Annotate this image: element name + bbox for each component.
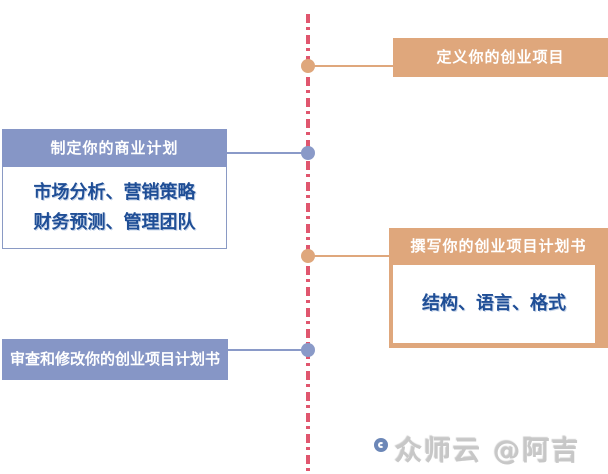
step-2-box: 制定你的商业计划 市场分析、营销策略 财务预测、管理团队 — [2, 129, 227, 249]
timeline-node-dot-1 — [301, 59, 315, 73]
connector-line-3 — [313, 255, 391, 257]
step-2-detail-line-2: 财务预测、管理团队 — [33, 211, 196, 233]
watermark-text: 众师云 @阿吉 — [395, 436, 581, 467]
timeline-dashed-line — [306, 14, 310, 474]
watermark: 众师云 @阿吉 — [374, 429, 580, 468]
step-1-title: 定义你的创业项目 — [436, 48, 565, 66]
connector-line-1 — [313, 65, 393, 67]
step-3-box: 撰写你的创业项目计划书 结构、语言、格式 — [389, 228, 608, 348]
step-3-detail-line-1: 结构、语言、格式 — [422, 293, 566, 314]
connector-line-2 — [226, 152, 304, 154]
step-1-box: 定义你的创业项目 — [393, 38, 608, 77]
step-2-title: 制定你的商业计划 — [2, 129, 227, 167]
timeline-node-dot-4 — [301, 343, 315, 357]
timeline-node-dot-2 — [301, 146, 315, 160]
brand-logo-icon — [374, 437, 388, 452]
step-3-title: 撰写你的创业项目计划书 — [410, 237, 587, 255]
step-2-details: 市场分析、营销策略 财务预测、管理团队 — [2, 167, 227, 249]
step-3-details: 结构、语言、格式 — [393, 265, 595, 343]
step-4-box: 审查和修改你的创业项目计划书 — [2, 339, 228, 380]
connector-line-4 — [227, 349, 304, 351]
timeline-node-dot-3 — [301, 249, 315, 263]
step-4-title: 审查和修改你的创业项目计划书 — [9, 350, 220, 368]
step-2-detail-line-1: 市场分析、营销策略 — [33, 181, 196, 203]
